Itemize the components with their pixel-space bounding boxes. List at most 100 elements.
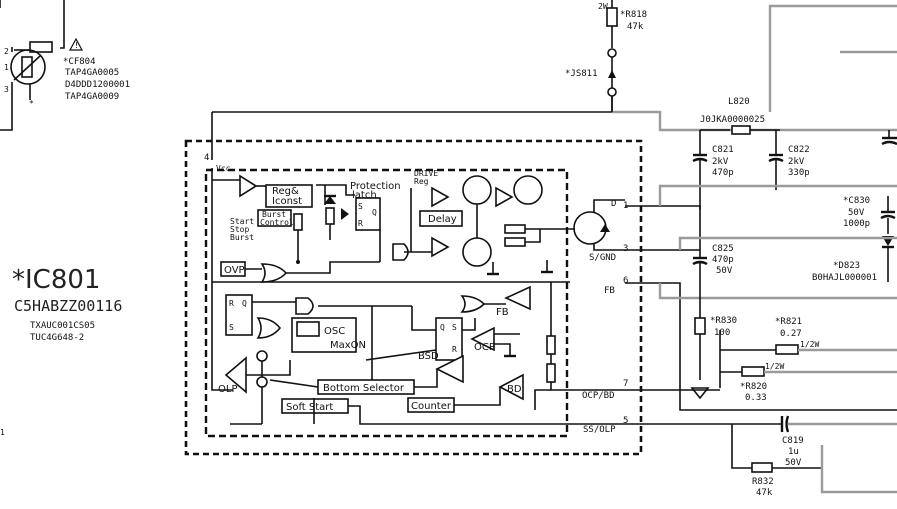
reg-iconst-block [265, 184, 313, 208]
r820-resistor [741, 366, 897, 377]
left-edge-pin: 1 [0, 428, 5, 437]
burst-control-block [257, 209, 292, 227]
delay-label: Delay [428, 214, 457, 225]
cf804-component: ! 2 1 3 * [0, 0, 84, 131]
c830-capacitor [880, 196, 896, 234]
c819-value: 1u [788, 447, 799, 457]
c822-label: C822 [788, 145, 810, 155]
pin-sgnd-number: 3 [623, 244, 628, 254]
d823-diode [882, 236, 894, 282]
c825-value: 470p [712, 255, 734, 265]
power-mosfet [573, 211, 607, 245]
r818-power: 2W [598, 2, 608, 11]
d823-label: *D823 [833, 261, 860, 271]
delay-block [419, 210, 463, 227]
cf804-pin-2: 2 [4, 47, 9, 56]
c822-voltage: 2kV [788, 157, 805, 167]
c821-value: 470p [712, 168, 734, 178]
r820-power: 1/2W [765, 362, 784, 371]
svg-text:!: ! [74, 41, 79, 50]
r830-label: *R830 [710, 316, 737, 326]
soft-start-label: Soft Start [286, 402, 333, 413]
ocp-label: OCP [474, 342, 495, 353]
protection-label: Protection [350, 181, 401, 192]
sr-left-r: R [229, 299, 234, 308]
c830-voltage: 50V [848, 208, 865, 218]
pin-ocpbd-number: 7 [623, 379, 628, 389]
l820-part: J0JKA0000025 [700, 115, 765, 125]
cf804-part-1: TAP4GA0005 [65, 68, 119, 78]
cf804-label: *CF804 [63, 57, 96, 67]
sr-latch-left [225, 294, 253, 336]
olp-label: OLP [218, 384, 237, 395]
r820-label: *R820 [740, 382, 767, 392]
maxon-label: MaxON [330, 340, 366, 351]
c819-voltage: 50V [785, 458, 802, 468]
stop-label: Stop [230, 225, 249, 234]
js811-label: *JS811 [565, 69, 598, 79]
ic801-alt-part-2: TUC4G648-2 [30, 333, 84, 343]
latch-label: latch [352, 190, 377, 201]
protection-latch-block [355, 197, 381, 231]
warning-icon [68, 37, 84, 51]
r832-label: R832 [752, 477, 774, 487]
pin-d-label: D [611, 199, 616, 209]
c822-value: 330p [788, 168, 810, 178]
cf804-part-2: D4DDD1200001 [65, 80, 130, 90]
bd-comparator [498, 373, 524, 401]
sr-right-s: S [452, 323, 457, 332]
c825-voltage: 50V [716, 266, 733, 276]
ic801-outline [184, 139, 643, 456]
ic801-designator: *IC801 [12, 265, 100, 295]
bsd-comparator [435, 354, 464, 384]
latch-q: Q [372, 208, 377, 217]
sr-right-r: R [452, 345, 457, 354]
bsd-label: BSD [418, 351, 439, 362]
ovp-label: OVP [224, 265, 245, 276]
fb-comparator [504, 285, 531, 311]
pin-ocpbd-label: OCP/BD [582, 391, 615, 401]
cf804-star: * [29, 99, 34, 108]
reg-label: Reg& [272, 186, 299, 197]
sr-left-q: Q [242, 299, 247, 308]
bottom-selector-label: Bottom Selector [323, 383, 405, 394]
osc-label: OSC [324, 326, 345, 337]
pin-sgnd-label: S/GND [589, 253, 616, 263]
c822-capacitor [768, 130, 784, 190]
bd-label: BD [507, 384, 522, 395]
c825-capacitor [692, 250, 708, 282]
pin-fb-number: 6 [623, 276, 628, 286]
c819-label: C819 [782, 436, 804, 446]
pin-fb-label: FB [604, 286, 615, 296]
pin-vcc-label: Vcc [216, 164, 231, 173]
pin-ssolp-label: SS/OLP [583, 425, 616, 435]
c830-label: *C830 [843, 196, 870, 206]
pin-ssolp-number: 5 [623, 416, 628, 426]
latch-r: R [358, 219, 363, 228]
r830-value: 100 [714, 328, 730, 338]
ic801-inner-outline [204, 168, 569, 438]
fb-label: FB [496, 307, 509, 318]
r821-label: *R821 [775, 317, 802, 327]
sr-right-q: Q [440, 323, 445, 332]
ground-symbol [690, 387, 710, 400]
r821-power: 1/2W [800, 340, 819, 349]
c830-value: 1000p [843, 219, 870, 229]
burst-label: Burst [230, 233, 254, 242]
latch-s: S [358, 202, 363, 211]
counter-label: Counter [411, 401, 452, 412]
r821-value: 0.27 [780, 329, 802, 339]
burst-control-label-1: Burst [262, 210, 286, 219]
burst-control-label-2: Control [260, 218, 294, 227]
cf804-pin-3: 3 [4, 85, 9, 94]
c819-capacitor [780, 415, 897, 433]
cf804-pin-1: 1 [4, 63, 9, 72]
c821-voltage: 2kV [712, 157, 729, 167]
r818-label: *R818 [620, 10, 647, 20]
r820-value: 0.33 [745, 393, 767, 403]
sr-left-s: S [229, 323, 234, 332]
pin-vcc-number: 4 [204, 153, 209, 163]
ocp-comparator [470, 326, 495, 352]
c821-label: C821 [712, 145, 734, 155]
